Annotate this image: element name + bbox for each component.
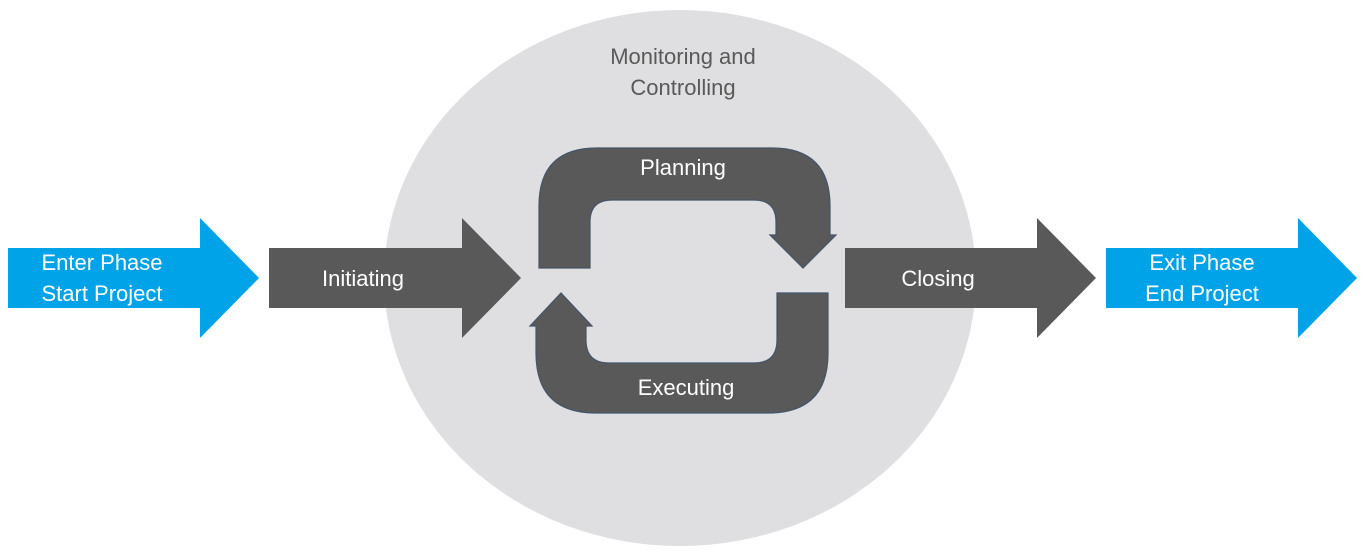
exit-phase-line1: Exit Phase — [1149, 250, 1255, 275]
planning-curved-arrow — [538, 147, 838, 269]
initiating-arrow — [269, 218, 521, 338]
executing-curved-arrow — [528, 292, 829, 414]
executing-label: Executing — [637, 375, 735, 400]
initiating-label: Initiating — [322, 266, 404, 291]
exit-phase-line2: End Project — [1145, 281, 1259, 306]
monitoring-controlling-label: Monitoring and Controlling — [573, 41, 793, 103]
enter-phase-line2: Start Project — [41, 281, 163, 306]
enter-phase-label: Enter Phase Start Project — [12, 247, 192, 309]
exit-phase-arrow — [1106, 218, 1357, 338]
closing-label: Closing — [901, 266, 975, 291]
planning-label: Planning — [640, 155, 726, 180]
exit-phase-label: Exit Phase End Project — [1112, 247, 1292, 309]
monitoring-controlling-circle — [384, 10, 976, 546]
enter-phase-arrow — [8, 218, 259, 338]
monitoring-label-line2: Controlling — [630, 75, 736, 100]
closing-arrow — [845, 218, 1096, 338]
enter-phase-line1: Enter Phase — [41, 250, 163, 275]
monitoring-label-line1: Monitoring and — [610, 44, 756, 69]
